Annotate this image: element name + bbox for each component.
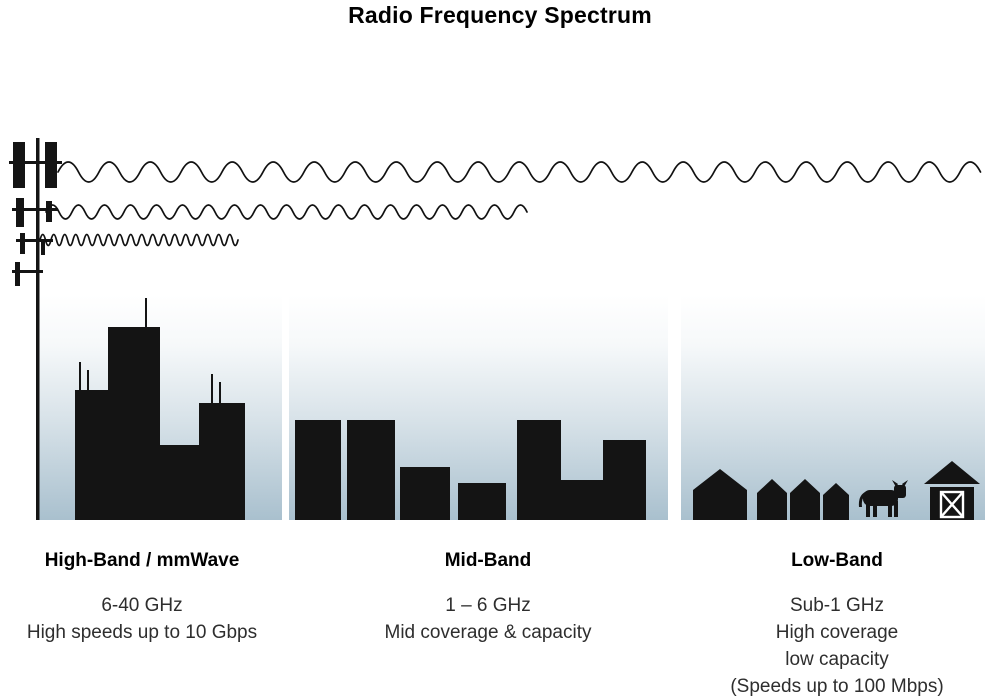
mid-band-caption: Mid-Band 1 – 6 GHz Mid coverage & capaci…: [355, 550, 621, 646]
low-band-caption: Low-Band Sub-1 GHz High coverage low cap…: [706, 550, 968, 700]
spectrum-illustration: [9, 138, 982, 520]
house-icon: [693, 469, 747, 520]
diagram-title: Radio Frequency Spectrum: [348, 2, 652, 28]
mid-band-city-skyline: [295, 420, 646, 520]
low-band-capacity: low capacity: [785, 649, 889, 670]
cell-tower-icon: [9, 138, 62, 520]
mid-band-description: Mid coverage & capacity: [384, 622, 592, 643]
mid-band-heading: Mid-Band: [444, 550, 532, 571]
low-band-heading: Low-Band: [791, 550, 883, 571]
high-band-wave-icon: [39, 233, 239, 247]
high-band-caption: High-Band / mmWave 6-40 GHz High speeds …: [12, 550, 272, 646]
high-band-description: High speeds up to 10 Gbps: [26, 622, 258, 643]
house-icon: [823, 483, 849, 520]
high-band-heading: High-Band / mmWave: [44, 550, 240, 571]
cow-icon: [858, 480, 908, 517]
house-icon: [757, 479, 787, 520]
low-band-frequency: Sub-1 GHz: [790, 595, 884, 616]
mid-band-wave-icon: [45, 204, 528, 220]
low-band-speed: (Speeds up to 100 Mbps): [730, 676, 944, 697]
barn-icon: [924, 461, 980, 520]
high-band-frequency: 6-40 GHz: [101, 595, 183, 616]
low-band-rural-scene: [693, 461, 980, 520]
low-band-coverage: High coverage: [775, 622, 899, 643]
house-icon: [790, 479, 820, 520]
high-band-city-skyline: [75, 298, 245, 520]
low-band-wave-icon: [57, 161, 982, 183]
mid-band-frequency: 1 – 6 GHz: [445, 595, 531, 616]
